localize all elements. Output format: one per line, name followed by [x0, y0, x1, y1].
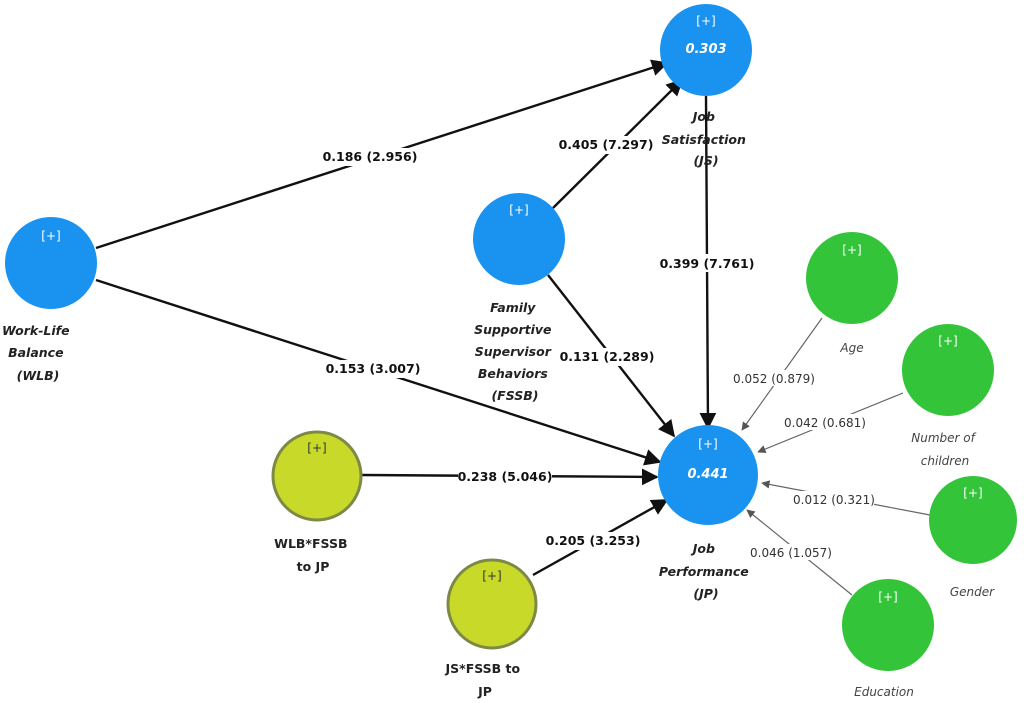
node-number-of-children[interactable]: [+] Number of children: [902, 324, 994, 468]
node-wlb-fssb-interaction[interactable]: [+] WLB*FSSB to JP: [271, 430, 363, 574]
path-fssb-to-js[interactable]: 0.405 (7.297): [552, 78, 684, 209]
coef-children-jp: 0.042 (0.681): [784, 416, 866, 430]
coef-fssb-jp: 0.131 (2.289): [560, 349, 655, 364]
expand-icon[interactable]: [+]: [698, 437, 717, 451]
coef-wlbfssb-jp: 0.238 (5.046): [458, 469, 553, 484]
node-js-fssb-interaction[interactable]: [+] JS*FSSB to JP: [445, 558, 538, 699]
expand-icon[interactable]: [+]: [41, 229, 60, 243]
node-job-satisfaction[interactable]: [+] 0.303 Job Satisfaction (JS): [660, 4, 752, 168]
expand-icon[interactable]: [+]: [878, 590, 897, 604]
expand-icon[interactable]: [+]: [482, 569, 501, 583]
node-label: JS*FSSB to JP: [445, 661, 525, 699]
coef-wlb-js: 0.186 (2.956): [323, 149, 418, 164]
coef-education-jp: 0.046 (1.057): [750, 546, 832, 560]
node-label: Education: [854, 685, 914, 699]
r-squared-value: 0.441: [687, 467, 728, 482]
expand-icon[interactable]: [+]: [938, 334, 957, 348]
expand-icon[interactable]: [+]: [842, 243, 861, 257]
node-label: WLB*FSSB to JP: [274, 536, 352, 574]
expand-icon[interactable]: [+]: [509, 203, 528, 217]
node-label: Family Supportive Supervisor Behaviors (…: [474, 300, 556, 403]
coef-fssb-js: 0.405 (7.297): [559, 137, 654, 152]
node-label: Job Performance (JP): [659, 541, 753, 601]
expand-icon[interactable]: [+]: [696, 14, 715, 28]
node-gender[interactable]: [+] Gender: [929, 476, 1017, 599]
node-label: Age: [839, 341, 863, 355]
path-education-to-jp[interactable]: 0.046 (1.057): [746, 509, 853, 596]
path-wlb-to-js[interactable]: 0.186 (2.956): [95, 59, 669, 250]
coef-jsfssb-jp: 0.205 (3.253): [546, 533, 641, 548]
coef-js-jp: 0.399 (7.761): [660, 256, 755, 271]
coef-gender-jp: 0.012 (0.321): [793, 493, 875, 507]
path-jsfssb-to-jp[interactable]: 0.205 (3.253): [532, 498, 669, 577]
path-js-to-jp[interactable]: 0.399 (7.761): [658, 95, 756, 430]
path-wlb-to-jp[interactable]: 0.153 (3.007): [95, 278, 662, 466]
node-label: Job Satisfaction (JS): [662, 109, 751, 168]
path-gender-to-jp[interactable]: 0.012 (0.321): [761, 480, 931, 516]
path-fssb-to-jp[interactable]: 0.131 (2.289): [547, 274, 676, 438]
node-job-performance[interactable]: [+] 0.441 Job Performance (JP): [658, 425, 758, 601]
path-age-to-jp[interactable]: 0.052 (0.879): [733, 317, 823, 431]
coef-wlb-jp: 0.153 (3.007): [326, 361, 421, 376]
node-label: Gender: [950, 585, 995, 599]
expand-icon[interactable]: [+]: [963, 486, 982, 500]
node-education[interactable]: [+] Education: [842, 579, 934, 699]
path-wlbfssb-to-jp[interactable]: 0.238 (5.046): [361, 467, 659, 486]
node-age[interactable]: [+] Age: [806, 232, 898, 355]
node-work-life-balance[interactable]: [+] Work-Life Balance (WLB): [2, 217, 97, 383]
coef-age-jp: 0.052 (0.879): [733, 372, 815, 386]
node-family-supportive-supervisor-behaviors[interactable]: [+] Family Supportive Supervisor Behavio…: [473, 193, 565, 403]
r-squared-value: 0.303: [685, 42, 726, 57]
path-children-to-jp[interactable]: 0.042 (0.681): [757, 392, 904, 454]
node-label: Work-Life Balance (WLB): [2, 323, 74, 383]
expand-icon[interactable]: [+]: [307, 441, 326, 455]
node-label: Number of children: [911, 431, 978, 468]
